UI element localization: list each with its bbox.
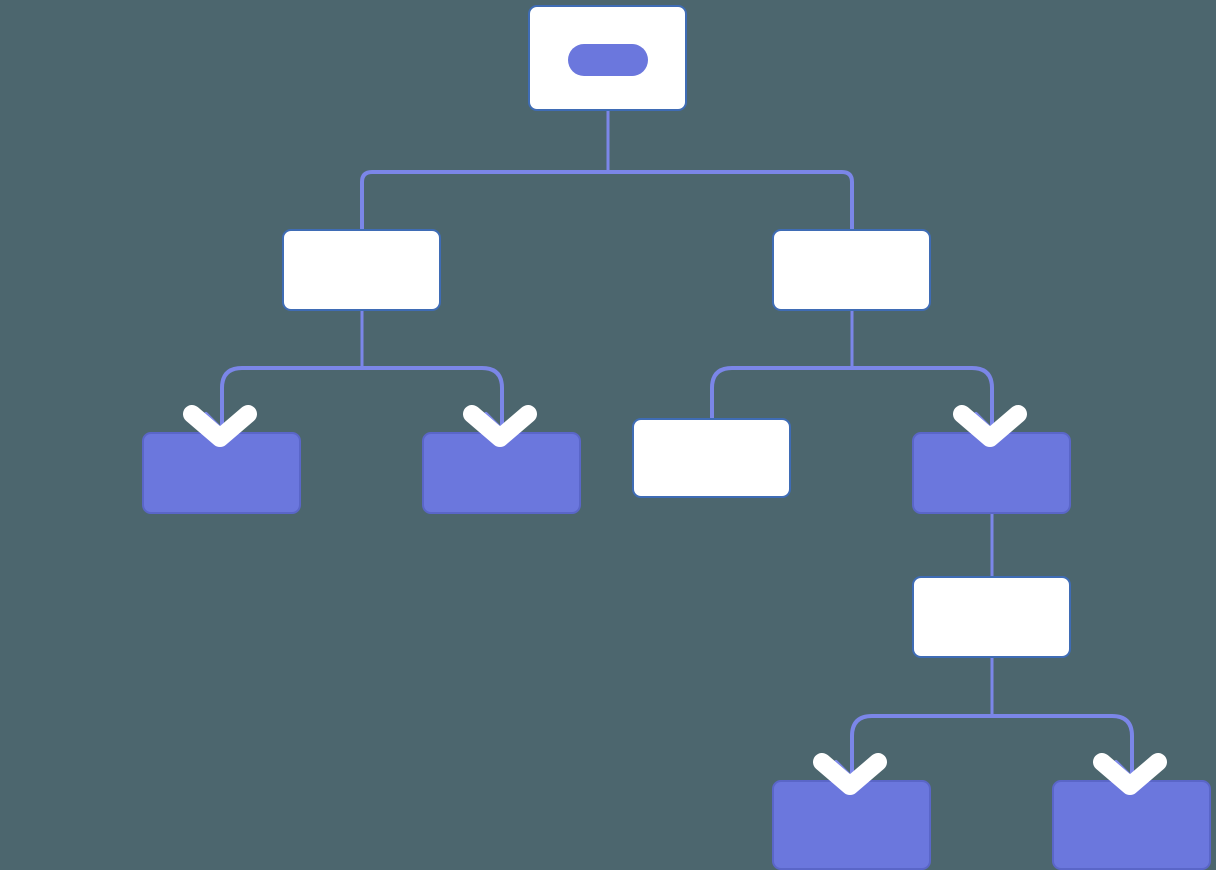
edge-e-root-r1 bbox=[360, 170, 608, 311]
tree-node-n-r2b[interactable] bbox=[912, 432, 1071, 514]
root-pill-badge bbox=[568, 44, 648, 76]
tree-node-n-l2a[interactable] bbox=[142, 432, 301, 514]
tree-node-n-r1[interactable] bbox=[772, 229, 931, 311]
tree-node-n-r4a[interactable] bbox=[772, 780, 931, 870]
edge-e-r3-r4a bbox=[850, 714, 992, 778]
edge-e-l1-l2a bbox=[220, 366, 362, 430]
edge-e-r1-r2b bbox=[852, 366, 994, 430]
tree-node-n-r3[interactable] bbox=[912, 576, 1071, 658]
tree-node-n-r2a[interactable] bbox=[632, 418, 791, 498]
edge-e-l1-l2b bbox=[362, 366, 504, 430]
edge-e-root-l1 bbox=[608, 170, 854, 311]
edge-e-r3-r4b bbox=[992, 714, 1134, 778]
tree-node-n-l1[interactable] bbox=[282, 229, 441, 311]
tree-node-n-l2b[interactable] bbox=[422, 432, 581, 514]
tree-node-n-r4b[interactable] bbox=[1052, 780, 1211, 870]
edge-e-r1-r2a bbox=[710, 366, 852, 418]
